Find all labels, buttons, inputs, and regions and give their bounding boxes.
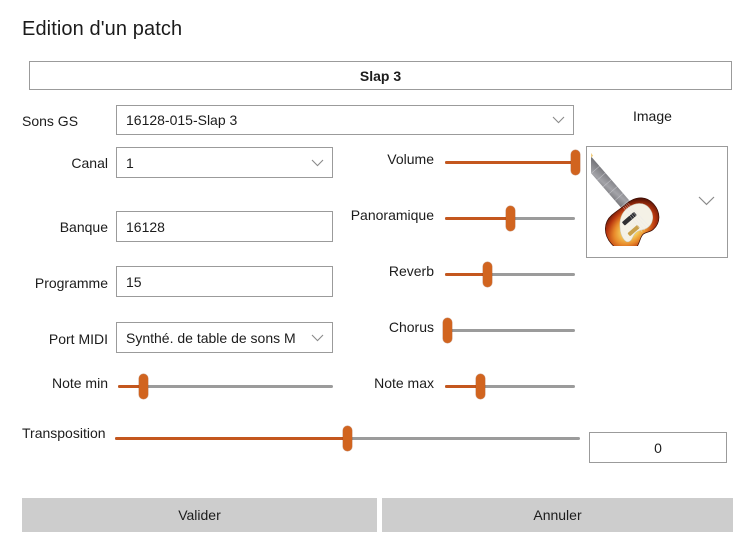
reverb-slider-track [445, 273, 575, 276]
panoramique-slider[interactable] [445, 204, 575, 234]
transposition-slider-fill [115, 437, 348, 440]
volume-label: Volume [387, 151, 434, 167]
sons-gs-combobox[interactable]: 16128-015-Slap 3 [116, 105, 574, 135]
canal-value: 1 [126, 154, 134, 171]
reverb-slider[interactable] [445, 260, 575, 290]
note-min-slider-thumb[interactable] [139, 374, 149, 399]
panoramique-slider-fill [445, 217, 510, 220]
note-max-slider-thumb[interactable] [475, 374, 485, 399]
chorus-slider-track [445, 329, 575, 332]
validate-button[interactable]: Valider [22, 498, 377, 532]
patch-name-value: Slap 3 [359, 67, 402, 84]
bass-guitar-icon [591, 151, 691, 246]
programme-input[interactable]: 15 [116, 266, 333, 297]
reverb-slider-thumb[interactable] [483, 262, 493, 287]
chorus-slider-thumb[interactable] [443, 318, 453, 343]
panoramique-label: Panoramique [350, 207, 434, 223]
transposition-value: 0 [654, 439, 662, 456]
volume-slider[interactable] [445, 148, 580, 178]
volume-slider-thumb[interactable] [570, 150, 580, 175]
banque-label: Banque [59, 219, 108, 235]
transposition-slider-thumb[interactable] [343, 426, 352, 451]
reverb-slider-fill [445, 273, 488, 276]
banque-value: 16128 [126, 218, 165, 235]
chevron-down-icon[interactable] [698, 193, 715, 211]
transposition-label: Transposition [22, 425, 106, 441]
reverb-label: Reverb [388, 263, 434, 279]
port-midi-value: Synthé. de table de sons M [126, 329, 296, 346]
note-min-label: Note min [51, 375, 108, 391]
patch-name-field[interactable]: Slap 3 [29, 61, 732, 90]
volume-slider-fill [445, 161, 575, 164]
image-preview[interactable] [586, 146, 728, 258]
image-caption: Image [633, 108, 672, 124]
chevron-down-icon [306, 148, 328, 177]
banque-input[interactable]: 16128 [116, 211, 333, 242]
note-max-slider-track [445, 385, 575, 388]
panoramique-slider-thumb[interactable] [505, 206, 515, 231]
note-max-slider[interactable] [445, 372, 575, 402]
sons-gs-label: Sons GS [22, 113, 79, 129]
sons-gs-value: 16128-015-Slap 3 [126, 112, 238, 128]
chorus-slider[interactable] [443, 316, 575, 346]
note-min-slider-fill [118, 385, 144, 388]
chevron-down-icon [306, 323, 328, 352]
chevron-down-icon [547, 106, 569, 134]
port-midi-combobox[interactable]: Synthé. de table de sons M [116, 322, 333, 353]
canal-combobox[interactable]: 1 [116, 147, 333, 178]
transposition-value-field[interactable]: 0 [589, 432, 727, 463]
programme-value: 15 [126, 273, 142, 290]
canal-label: Canal [71, 155, 108, 171]
validate-button-label: Valider [178, 507, 221, 523]
page-title: Edition d'un patch [22, 18, 183, 40]
port-midi-label: Port MIDI [48, 331, 108, 347]
programme-label: Programme [34, 275, 108, 291]
note-max-label: Note max [374, 375, 434, 391]
note-min-slider-track [118, 385, 333, 388]
note-min-slider[interactable] [118, 372, 333, 402]
note-max-slider-fill [445, 385, 481, 388]
cancel-button[interactable]: Annuler [382, 498, 733, 532]
cancel-button-label: Annuler [533, 507, 582, 523]
transposition-slider[interactable] [115, 424, 580, 454]
chorus-label: Chorus [388, 319, 434, 335]
